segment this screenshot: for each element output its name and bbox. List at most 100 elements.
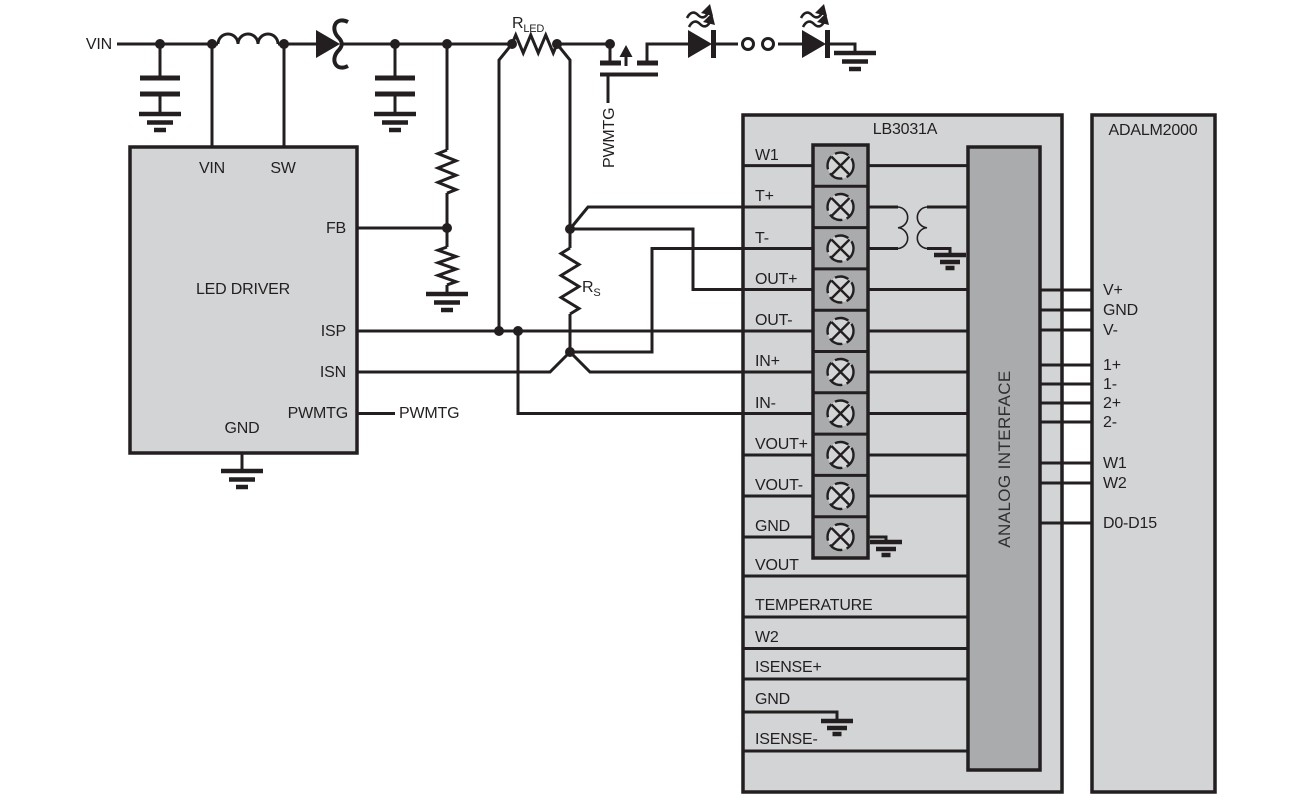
adalm-pin-label: W2 (1103, 475, 1127, 492)
led-2-emission-arrows (799, 2, 831, 29)
adalm-pin-label: 2- (1103, 414, 1117, 431)
transformer-secondary-coil (916, 206, 928, 250)
series-continuation-dot (761, 37, 775, 51)
pwmtg-gate-label: PWMTG (601, 108, 618, 168)
led-1 (688, 30, 714, 58)
adalm2000-title: ADALM2000 (1109, 122, 1198, 139)
interface-to-adalm-wires (1040, 288, 1092, 525)
lower-row-label: TEMPERATURE (755, 597, 873, 614)
strip-to-interface-wires (868, 164, 968, 498)
input-cap-ground (139, 114, 181, 130)
junction-dot (442, 223, 452, 233)
screw-terminal-icon (826, 192, 855, 222)
screw-terminal-icon (826, 151, 855, 180)
transformer-secondary-leads (927, 205, 968, 254)
screw-terminal-icon (826, 275, 855, 304)
divider-ground (426, 294, 468, 310)
pwmtg-net-label: PWMTG (399, 405, 459, 422)
terminal-cell-dividers (813, 184, 868, 519)
led-driver: LED DRIVER VIN SW FB ISP ISN PWMTG GND P… (196, 160, 460, 487)
divider-resistor-upper (433, 148, 461, 195)
led-driver-block (128, 145, 359, 455)
led-1-emission-arrows (685, 2, 717, 29)
rs-label: RS (582, 279, 601, 299)
junction-dot (390, 39, 400, 49)
adalm-pin-label: 2+ (1103, 395, 1121, 412)
wire-in-minus-link (516, 331, 813, 415)
row-label: T+ (755, 188, 774, 205)
vin-net-label: VIN (86, 36, 112, 53)
transformer-primary-coil (897, 206, 909, 250)
led-2 (802, 30, 828, 58)
lower-row-label: ISENSE- (755, 731, 818, 748)
rled-resistor (510, 31, 559, 57)
pin-label-pwmtg: PWMTG (288, 405, 348, 422)
terminal-row-stubs (743, 164, 813, 539)
rled-label: RLED (512, 15, 544, 35)
screw-terminal-icon (826, 481, 855, 511)
rs-resistor (558, 246, 582, 316)
lower-gnd-line (743, 710, 839, 720)
row-label: VOUT- (755, 477, 803, 494)
lower-row-label: W2 (755, 629, 779, 646)
junction-dot (513, 326, 523, 336)
junction-dot (155, 39, 165, 49)
inductor (216, 32, 280, 45)
pin-label-vin: VIN (199, 160, 225, 177)
screw-terminal-icon (826, 440, 855, 470)
series-continuation-dot (741, 37, 755, 51)
output-capacitor (375, 78, 415, 94)
adalm-pin-label: V+ (1103, 282, 1123, 299)
blocks (128, 113, 1217, 794)
screw-terminal-icon (826, 316, 855, 346)
screw-terminal-icon (826, 234, 855, 263)
adalm-pin-label: V- (1103, 322, 1118, 339)
wire-rled-sense-left (497, 43, 514, 331)
wire-rled-sense-right (555, 43, 572, 229)
fb-divider (357, 44, 468, 310)
junction-dot (494, 326, 504, 336)
junction-dot (207, 39, 217, 49)
adalm2000: ADALM2000 V+ GND V- 1+ 1- 2+ 2- W1 W2 D0… (1040, 122, 1198, 532)
row-label: T- (755, 230, 769, 247)
pin-label-sw: SW (270, 160, 296, 177)
lb3031a: LB3031A W1 T+ T- OUT+ OUT- IN+ IN- VOUT+… (743, 121, 1014, 753)
led-string (685, 2, 876, 69)
lower-row-label: ISENSE+ (755, 659, 822, 676)
adalm-pin-label: D0-D15 (1103, 515, 1157, 532)
mosfet-source-lead (645, 42, 688, 61)
row-label: VOUT+ (755, 436, 808, 453)
lower-row-label: GND (755, 691, 790, 708)
pin-label-isp: ISP (321, 323, 346, 340)
adalm-pin-label: 1+ (1103, 357, 1121, 374)
lower-row-label: VOUT (755, 557, 799, 574)
output-cap-ground (374, 114, 416, 130)
adalm2000-block (1090, 113, 1217, 794)
wire-t-plus-link (568, 205, 813, 230)
row-label: W1 (755, 147, 779, 164)
lower-row-lines (743, 574, 968, 753)
adalm-pin-label: 1- (1103, 376, 1117, 393)
adalm-pin-label: W1 (1103, 455, 1127, 472)
junction-dot (565, 224, 575, 234)
pin-label-gnd: GND (225, 420, 260, 437)
row-label: IN- (755, 395, 776, 412)
mosfet-body-arrow-head (619, 45, 633, 57)
pin-label-isn: ISN (320, 364, 346, 381)
schottky-diode (316, 30, 340, 58)
divider-resistor-lower (433, 245, 461, 287)
wire-gnd-terminal (868, 535, 888, 541)
row-label: IN+ (755, 353, 780, 370)
wire-t-minus-link (570, 247, 813, 354)
wire-led2-gnd (829, 42, 857, 52)
led-driver-title: LED DRIVER (196, 281, 290, 298)
schottky-cathode-curve (332, 18, 349, 70)
lb3031a-title: LB3031A (873, 121, 938, 138)
top-rail: VIN RLED (86, 15, 615, 147)
screw-terminal-icon (826, 399, 855, 428)
row-label: OUT- (755, 312, 792, 329)
junction-dot (279, 39, 289, 49)
led-driver-ground (221, 471, 263, 487)
